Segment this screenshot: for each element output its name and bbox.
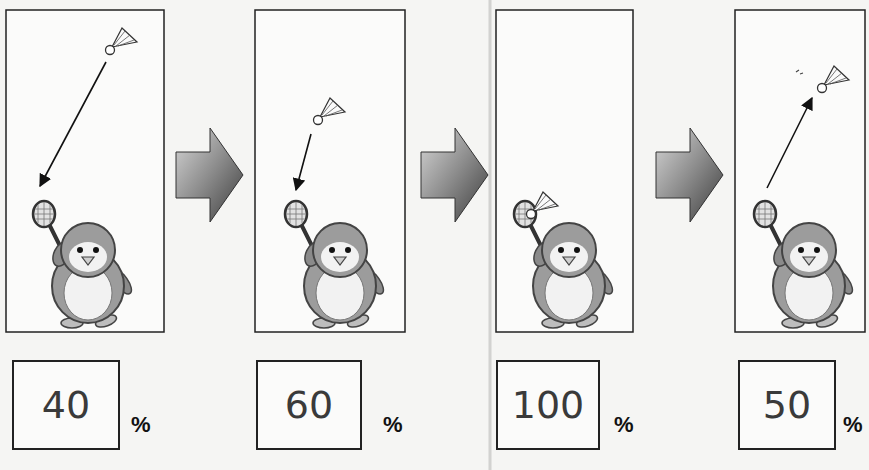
step-arrow [421, 128, 488, 222]
panel-frame [6, 10, 164, 332]
penguin-figure [754, 201, 856, 329]
percent-box: 40 [12, 360, 120, 450]
shuttlecock [527, 192, 559, 219]
panel-frame [255, 10, 405, 332]
handwritten-number: 40 [42, 383, 90, 427]
step-arrow [656, 128, 723, 222]
penguin-figure [514, 201, 616, 329]
percent-sign: % [383, 412, 403, 438]
handwritten-number: 100 [512, 383, 585, 427]
percent-box: 50 [738, 360, 836, 450]
percent-box: 100 [496, 360, 600, 450]
percent-box: 60 [256, 360, 362, 450]
percent-sign: % [131, 412, 151, 438]
penguin-figure [285, 201, 387, 329]
handwritten-number: 50 [763, 383, 811, 427]
motion-marks [796, 70, 803, 74]
panel-frame [496, 10, 633, 332]
motion-arrow [40, 62, 106, 186]
page-fold [489, 0, 492, 470]
penguin-figure [33, 201, 135, 329]
step-arrow [176, 128, 243, 222]
percent-sign: % [843, 412, 863, 438]
motion-arrow [767, 98, 812, 188]
panel-frame [735, 10, 865, 332]
shuttlecock [106, 28, 138, 55]
percent-sign: % [614, 412, 634, 438]
shuttlecock [818, 66, 850, 93]
handwritten-number: 60 [285, 383, 333, 427]
shuttlecock [314, 98, 346, 125]
motion-arrow [296, 134, 311, 190]
